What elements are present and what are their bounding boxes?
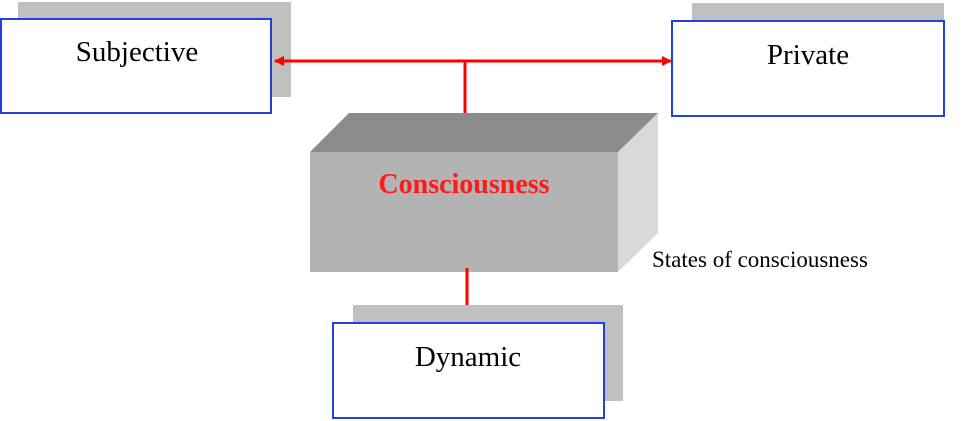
consciousness-block-side xyxy=(618,113,658,272)
dynamic-node: Dynamic xyxy=(332,305,623,419)
consciousness-label: Consciousness xyxy=(378,169,549,200)
private-label: Private xyxy=(767,39,849,71)
consciousness-block-front xyxy=(310,152,618,272)
private-node: Private xyxy=(671,3,945,117)
states-of-consciousness-label: States of consciousness xyxy=(652,247,868,272)
subjective-label: Subjective xyxy=(76,36,198,68)
dynamic-box xyxy=(332,322,605,419)
consciousness-block: Consciousness xyxy=(310,113,658,272)
subjective-node: Subjective xyxy=(0,2,291,114)
consciousness-block-top xyxy=(310,113,658,152)
subjective-box xyxy=(0,18,272,114)
dynamic-label: Dynamic xyxy=(415,341,521,373)
private-box xyxy=(671,20,945,117)
